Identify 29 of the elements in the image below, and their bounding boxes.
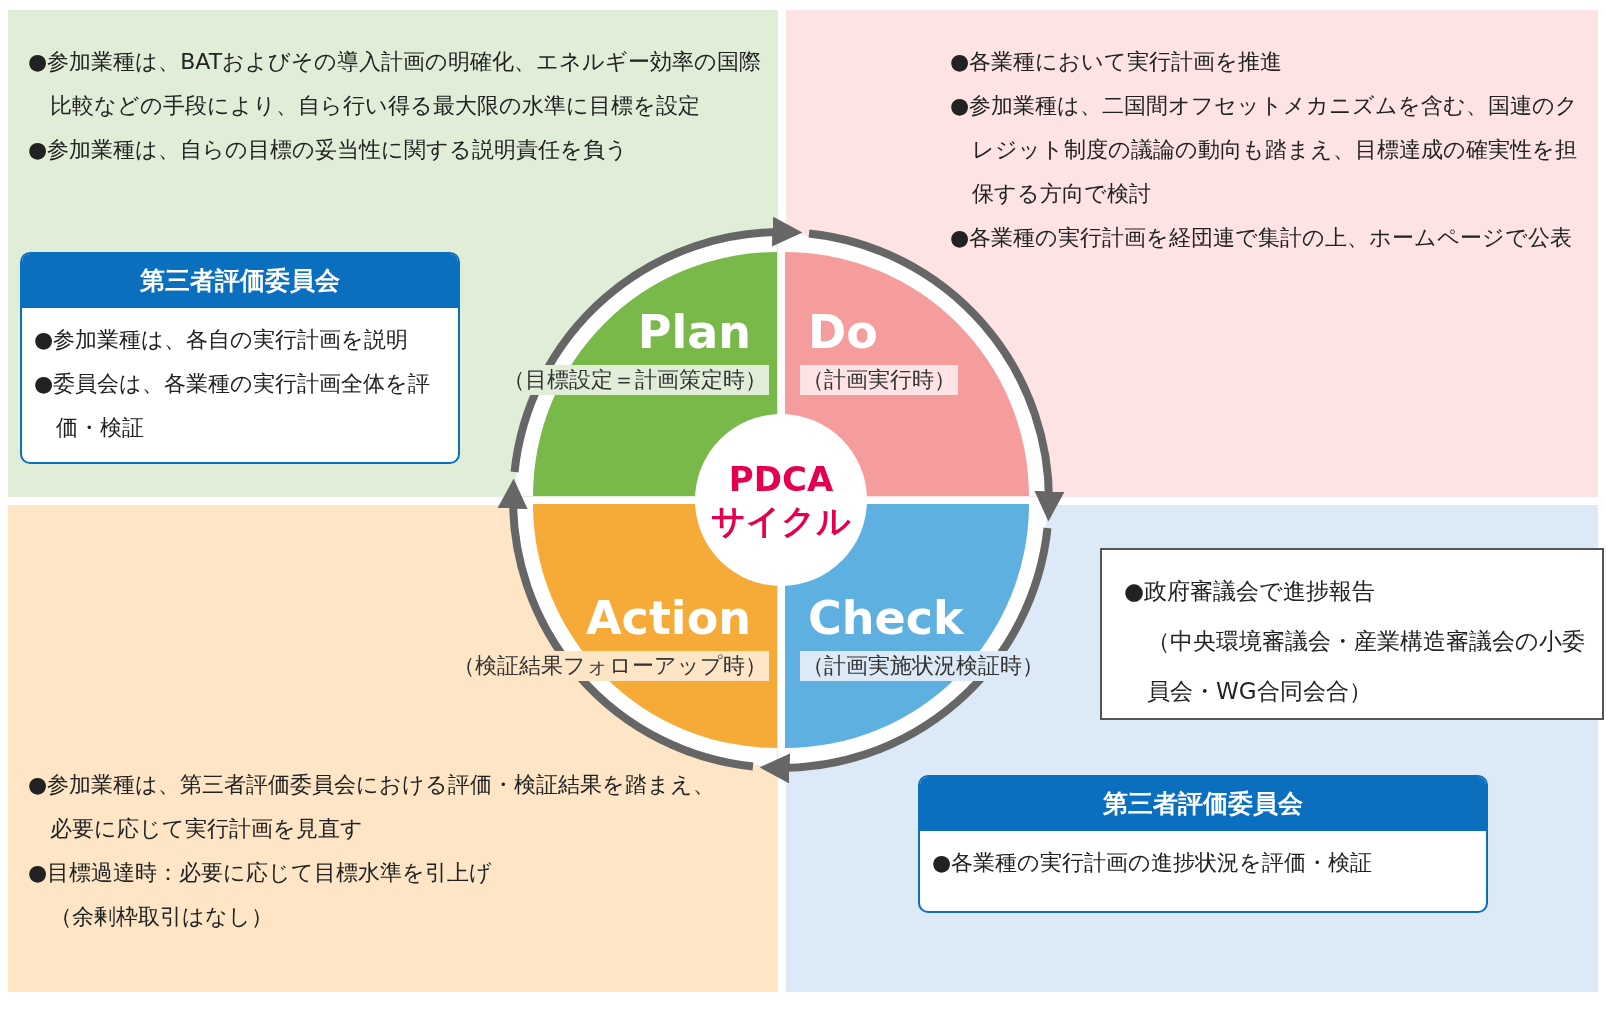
phase-title: Check	[808, 591, 964, 645]
cycle-label: PDCAサイクル	[710, 458, 852, 542]
header-bar: 第三者評価委員会	[920, 777, 1486, 831]
bullet-text: ●参加業種は、BATおよびその導入計画の明確化、エネルギー効率の国際比較などの手段により、自ら行い得る最大限の水準に目標を設定	[28, 48, 763, 120]
bullet-text: ●参加業種は、自らの目標の妥当性に関する説明責任を負う	[28, 136, 630, 164]
committee-box	[918, 775, 1488, 913]
bullet-text: ●各業種の実行計画の進捗状況を評価・検証	[932, 849, 1374, 877]
cycle-arrow	[808, 229, 1064, 522]
cycle-arrow	[510, 217, 803, 473]
header-bar: 第三者評価委員会	[22, 254, 458, 308]
bullet-text: ●各業種の実行計画を経団連で集計の上、ホームページで公表	[950, 224, 1574, 252]
bullet-text: ●各業種において実行計画を推進	[950, 48, 1284, 76]
bullet-text: ●政府審議会で進捗報告	[1124, 577, 1377, 606]
bullet-text: ●委員会は、各業種の実行計画全体を評価・検証	[34, 370, 432, 442]
cycle-arrow	[498, 478, 754, 771]
phase-title: Action	[586, 591, 751, 645]
bullet-text: ●目標過達時：必要に応じて目標水準を引上げ	[28, 859, 494, 887]
bullet-text: ●参加業種は、各自の実行計画を説明	[34, 326, 410, 354]
bullet-text: （余剰枠取引はなし）	[49, 903, 274, 931]
bullet-text: ●参加業種は、二国間オフセットメカニズムを含む、国連のクレジット制度の議論の動向も踏まえ、目標達成の確実性を担保する方向で検討	[950, 92, 1580, 208]
committee-box	[20, 252, 460, 464]
phase-title: Do	[808, 305, 878, 359]
bullet-text: ●参加業種は、第三者評価委員会における評価・検証結果を踏まえ、必要に応じて実行計画を見直す	[28, 771, 717, 843]
cycle-arrow	[759, 527, 1052, 783]
phase-subtitle: （計画実行時）	[800, 365, 958, 395]
quadrant-panel	[8, 505, 778, 992]
report-box	[1100, 548, 1604, 720]
phase-title: Plan	[637, 305, 751, 359]
bullet-text: （中央環境審議会・産業構造審議会の小委員会・WG合同会合）	[1146, 627, 1586, 706]
